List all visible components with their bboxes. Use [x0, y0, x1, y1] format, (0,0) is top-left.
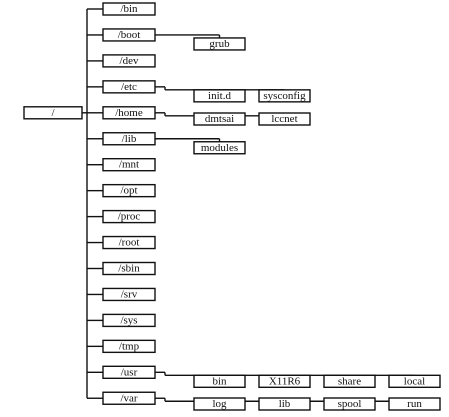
dir-node-lib-box [102, 132, 156, 146]
dir-node-lib: /lib [102, 132, 156, 146]
root-directory-node-box [23, 106, 83, 120]
child-node-home-lccnet-label: lccnet [271, 113, 297, 125]
dir-node-root: /root [102, 235, 156, 250]
child-node-etc-initd-box [193, 89, 246, 103]
dir-node-home-box [102, 106, 156, 120]
child-node-usr-share-box [323, 374, 376, 388]
child-node-usr-x11r6: X11R6 [258, 374, 311, 388]
dir-node-boot-box [102, 28, 156, 42]
dir-node-sbin-box [102, 261, 156, 276]
child-node-etc-sysconfig-box [258, 89, 311, 103]
dir-node-usr-box [102, 365, 156, 379]
child-node-usr-bin-box [193, 374, 246, 388]
child-node-var-log-label: log [212, 398, 227, 410]
child-node-var-spool-box [323, 397, 376, 411]
child-node-boot-grub-label: grub [209, 38, 230, 50]
dir-node-boot-label: /boot [118, 29, 141, 41]
child-node-var-lib-label: lib [279, 398, 291, 410]
dir-node-tmp-label: /tmp [119, 340, 140, 352]
dir-node-etc-label: /etc [121, 81, 137, 93]
child-node-var-lib-box [258, 397, 311, 411]
dir-node-sys-label: /sys [120, 314, 137, 326]
child-node-var-lib: lib [258, 397, 311, 411]
child-node-var-log-box [193, 397, 246, 411]
tree-nodes: / /bin/boot grub/dev/etc init.d sysconfig/ho… [23, 2, 441, 411]
dir-node-lib-label: /lib [122, 133, 137, 145]
child-node-home-dmtsai-label: dmtsai [205, 113, 234, 125]
tree-connectors [82, 8, 416, 402]
child-node-etc-sysconfig-label: sysconfig [263, 90, 306, 102]
child-node-home-lccnet: lccnet [258, 112, 311, 126]
child-node-usr-bin-label: bin [212, 375, 227, 387]
dir-node-etc-box [102, 80, 156, 94]
child-node-usr-local-box [388, 374, 441, 388]
dir-node-mnt: /mnt [102, 157, 156, 172]
dir-node-proc-box [102, 209, 156, 224]
child-node-lib-modules-label: modules [201, 142, 238, 154]
dir-node-mnt-label: /mnt [119, 159, 139, 171]
dir-node-opt-box [102, 183, 156, 198]
dir-node-srv: /srv [102, 287, 156, 302]
dir-node-etc: /etc [102, 80, 156, 94]
child-node-boot-grub: grub [193, 37, 246, 51]
child-node-boot-grub-box [193, 37, 246, 51]
child-node-var-run-box [388, 397, 441, 411]
dir-node-bin-label: /bin [120, 3, 138, 15]
dir-node-home: /home [102, 106, 156, 120]
dir-node-srv-label: /srv [121, 288, 138, 300]
child-node-usr-x11r6-label: X11R6 [269, 375, 301, 387]
dir-node-tmp: /tmp [102, 339, 156, 354]
dir-node-dev-label: /dev [120, 55, 139, 67]
dir-node-root-label: /root [119, 237, 140, 249]
child-node-var-log: log [193, 397, 246, 411]
child-node-usr-share-label: share [338, 375, 361, 387]
dir-node-srv-box [102, 287, 156, 302]
dir-node-var: /var [102, 391, 156, 405]
dir-node-mnt-box [102, 157, 156, 172]
dir-node-usr: /usr [102, 365, 156, 379]
dir-node-sbin: /sbin [102, 261, 156, 276]
dir-node-bin: /bin [102, 2, 156, 16]
dir-node-sys-box [102, 313, 156, 328]
child-node-usr-x11r6-box [258, 374, 311, 388]
child-node-lib-modules: modules [193, 141, 246, 155]
dir-node-opt: /opt [102, 183, 156, 198]
dir-node-proc: /proc [102, 209, 156, 224]
root-directory-node-label: / [51, 107, 55, 119]
child-node-usr-local-label: local [404, 375, 425, 387]
dir-node-home-label: /home [115, 107, 143, 119]
child-node-var-run: run [388, 397, 441, 411]
child-node-etc-initd: init.d [193, 89, 246, 103]
dir-node-bin-box [102, 2, 156, 16]
dir-node-sbin-label: /sbin [118, 263, 140, 275]
child-node-var-spool: spool [323, 397, 376, 411]
dir-node-tmp-box [102, 339, 156, 354]
child-node-etc-sysconfig: sysconfig [258, 89, 311, 103]
dir-node-sys: /sys [102, 313, 156, 328]
root-directory-node: / [23, 106, 83, 120]
child-node-usr-local: local [388, 374, 441, 388]
child-node-var-run-label: run [407, 398, 422, 410]
child-node-usr-share: share [323, 374, 376, 388]
child-node-home-lccnet-box [258, 112, 311, 126]
child-node-var-spool-label: spool [338, 398, 362, 410]
child-node-usr-bin: bin [193, 374, 246, 388]
dir-node-dev-box [102, 54, 156, 68]
child-node-lib-modules-box [193, 141, 246, 155]
dir-node-var-label: /var [120, 392, 137, 404]
child-node-home-dmtsai-box [193, 112, 246, 126]
dir-node-boot: /boot [102, 28, 156, 42]
dir-node-opt-label: /opt [120, 185, 137, 197]
child-node-etc-initd-label: init.d [208, 90, 231, 102]
dir-node-proc-label: /proc [118, 211, 141, 223]
dir-node-dev: /dev [102, 54, 156, 68]
child-node-home-dmtsai: dmtsai [193, 112, 246, 126]
dir-node-var-box [102, 391, 156, 405]
dir-node-usr-label: /usr [121, 366, 138, 378]
dir-node-root-box [102, 235, 156, 250]
